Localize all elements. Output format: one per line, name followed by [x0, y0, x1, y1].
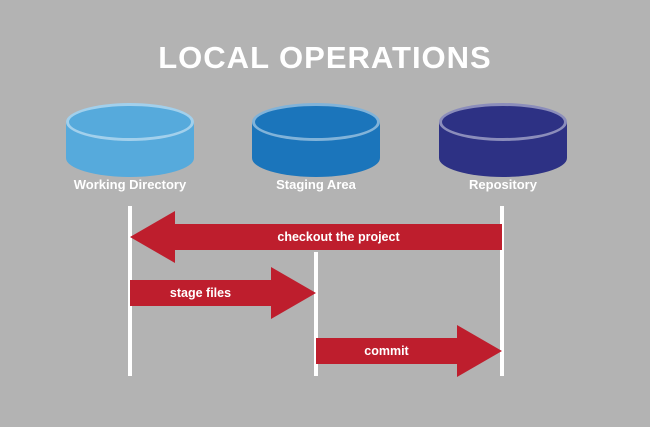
node-label-staging-area: Staging Area [276, 177, 356, 192]
arrow-commit: commit [316, 325, 502, 377]
arrow-checkout-the-project: checkout the project [130, 211, 502, 263]
arrow-body: stage files [130, 280, 271, 306]
timeline-repository [500, 206, 504, 376]
arrow-label-commit: commit [364, 344, 409, 358]
database-cylinder-working-directory [66, 103, 194, 177]
node-label-repository: Repository [469, 177, 537, 192]
database-cylinder-staging-area [252, 103, 380, 177]
arrow-body: commit [316, 338, 457, 364]
database-cylinder-repository [439, 103, 567, 177]
cylinder-top [252, 103, 380, 141]
cylinder-top [66, 103, 194, 141]
arrow-label-stage-files: stage files [169, 286, 232, 300]
timeline-staging-area [314, 252, 318, 376]
arrow-body: checkout the project [175, 224, 502, 250]
node-label-working-directory: Working Directory [73, 177, 187, 192]
cylinder-top [439, 103, 567, 141]
arrow-label-checkout: checkout the project [277, 230, 400, 244]
arrow-head-icon [130, 211, 175, 263]
arrow-head-icon [271, 267, 316, 319]
arrow-stage-files: stage files [130, 267, 316, 319]
arrow-head-icon [457, 325, 502, 377]
diagram-title: LOCAL OPERATIONS [158, 40, 492, 75]
